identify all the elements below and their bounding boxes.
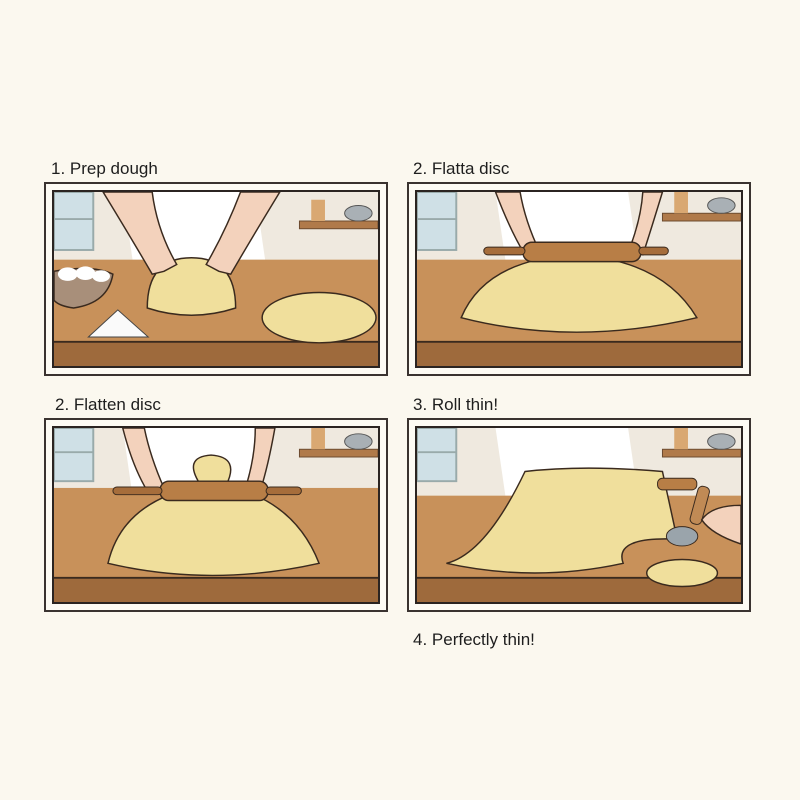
illustration-flatten-disc xyxy=(52,426,380,604)
panel-4-label: 3. Roll thin! xyxy=(413,395,499,414)
rolling-pin-icon xyxy=(483,241,669,263)
cookie-cutter-icon xyxy=(665,485,710,547)
shelf-icon xyxy=(298,199,378,230)
window-icon xyxy=(417,192,458,251)
illustration-flatta-disc xyxy=(415,190,743,368)
panel-flatta-disc xyxy=(407,182,751,376)
rolling-pin-icon xyxy=(112,480,302,502)
dough-disc-icon xyxy=(261,291,377,344)
footer-label: 4. Perfectly thin! xyxy=(413,630,535,649)
window-icon xyxy=(54,428,95,483)
rolling-pin-icon xyxy=(657,477,698,491)
draped-dough-icon xyxy=(446,467,679,574)
panel-3-label: 2. Flatten disc xyxy=(55,395,161,414)
panel-flatten-disc xyxy=(44,418,388,612)
egg-bowl-icon xyxy=(54,266,114,309)
panel-roll-thin xyxy=(407,418,751,612)
illustration-prep-dough xyxy=(52,190,380,368)
shelf-icon xyxy=(298,428,378,458)
panel-2-label: 2. Flatta disc xyxy=(413,159,510,178)
dough-sheet-icon xyxy=(460,254,698,333)
shelf-icon xyxy=(661,428,741,458)
window-icon xyxy=(417,428,458,483)
window-icon xyxy=(54,192,95,251)
hand-icon xyxy=(700,504,741,545)
flour-pile-icon xyxy=(87,309,150,338)
panel-prep-dough xyxy=(44,182,388,376)
shelf-icon xyxy=(661,192,741,222)
panel-1-label: 1. Prep dough xyxy=(51,159,158,178)
cut-circle-icon xyxy=(646,558,719,588)
illustration-roll-thin xyxy=(415,426,743,604)
hands-icon xyxy=(102,192,281,276)
